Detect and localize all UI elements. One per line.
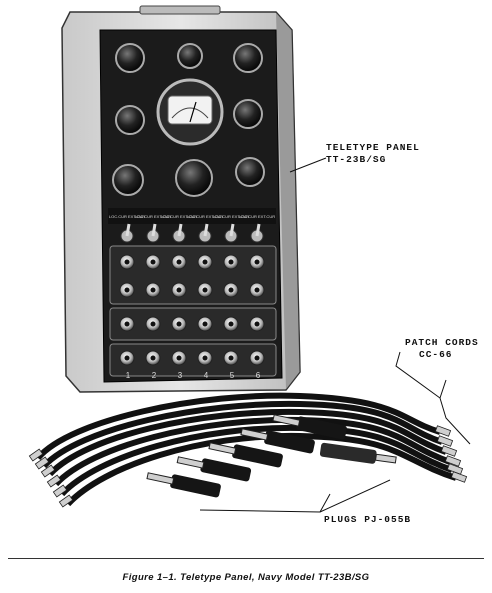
figure-caption: Figure 1–1. Teletype Panel, Navy Model T… — [122, 572, 370, 583]
jack-hole — [228, 287, 234, 293]
teletype-panel-callout: TELETYPE PANEL TT-23B/SG — [326, 142, 420, 166]
jack-hole — [254, 321, 260, 327]
jack-hole — [228, 321, 234, 327]
channel-number: 5 — [230, 371, 235, 380]
jack-hole — [228, 259, 234, 265]
cords-model-label: CC-66 — [419, 349, 453, 360]
current-meter — [156, 78, 224, 146]
panel-name-label: TELETYPE PANEL — [326, 142, 420, 153]
switch-label: LOC.CUR EXT.CUR — [161, 214, 197, 219]
channel-numbers: 1 2 3 4 5 6 — [126, 371, 261, 380]
channel-number: 1 — [126, 371, 131, 380]
plugs-label: PLUGS PJ-055B — [324, 514, 412, 525]
panel-model-label: TT-23B/SG — [326, 154, 387, 165]
patch-cords — [28, 392, 468, 508]
jack-hole — [150, 321, 156, 327]
patch-cords-bracket — [395, 351, 471, 445]
plugs-bracket — [199, 479, 391, 513]
jack-hole — [202, 355, 208, 361]
patch-cords-callout: PATCH CORDS CC-66 — [405, 337, 479, 361]
jack-hole — [150, 287, 156, 293]
channel-number: 2 — [152, 371, 157, 380]
jack-hole — [176, 259, 182, 265]
jack-hole — [254, 355, 260, 361]
plugs-callout: PLUGS PJ-055B — [324, 514, 411, 526]
channel-number: 4 — [204, 371, 209, 380]
switch-label: LOC.CUR EXT.CUR — [239, 214, 275, 219]
jack-hole — [176, 321, 182, 327]
jack-hole — [202, 321, 208, 327]
jack-hole — [176, 355, 182, 361]
jack-hole — [254, 259, 260, 265]
patch-jacks — [119, 254, 265, 366]
jack-hole — [176, 287, 182, 293]
jack-hole — [150, 355, 156, 361]
jack-hole — [202, 287, 208, 293]
jack-hole — [254, 287, 260, 293]
jack-hole — [124, 355, 130, 361]
switch-label-strip — [108, 208, 276, 224]
caption-divider — [8, 558, 484, 559]
jack-hole — [228, 355, 234, 361]
jack-hole — [124, 321, 130, 327]
plugs — [146, 414, 397, 498]
panel-leader-line — [289, 157, 327, 173]
switch-label: LOC.CUR EXT.CUR — [187, 214, 223, 219]
jack-hole — [124, 259, 130, 265]
switch-label: LOC.CUR EXT.CUR — [135, 214, 171, 219]
switch-label: LOC.CUR EXT.CUR — [109, 214, 145, 219]
jack-hole — [150, 259, 156, 265]
jack-hole — [202, 259, 208, 265]
control-knobs — [112, 43, 265, 197]
channel-number: 3 — [178, 371, 183, 380]
switch-label: LOC.CUR EXT.CUR — [213, 214, 249, 219]
channel-number: 6 — [256, 371, 261, 380]
toggle-switches — [120, 223, 264, 243]
jack-hole — [124, 287, 130, 293]
cords-name-label: PATCH CORDS — [405, 337, 479, 348]
